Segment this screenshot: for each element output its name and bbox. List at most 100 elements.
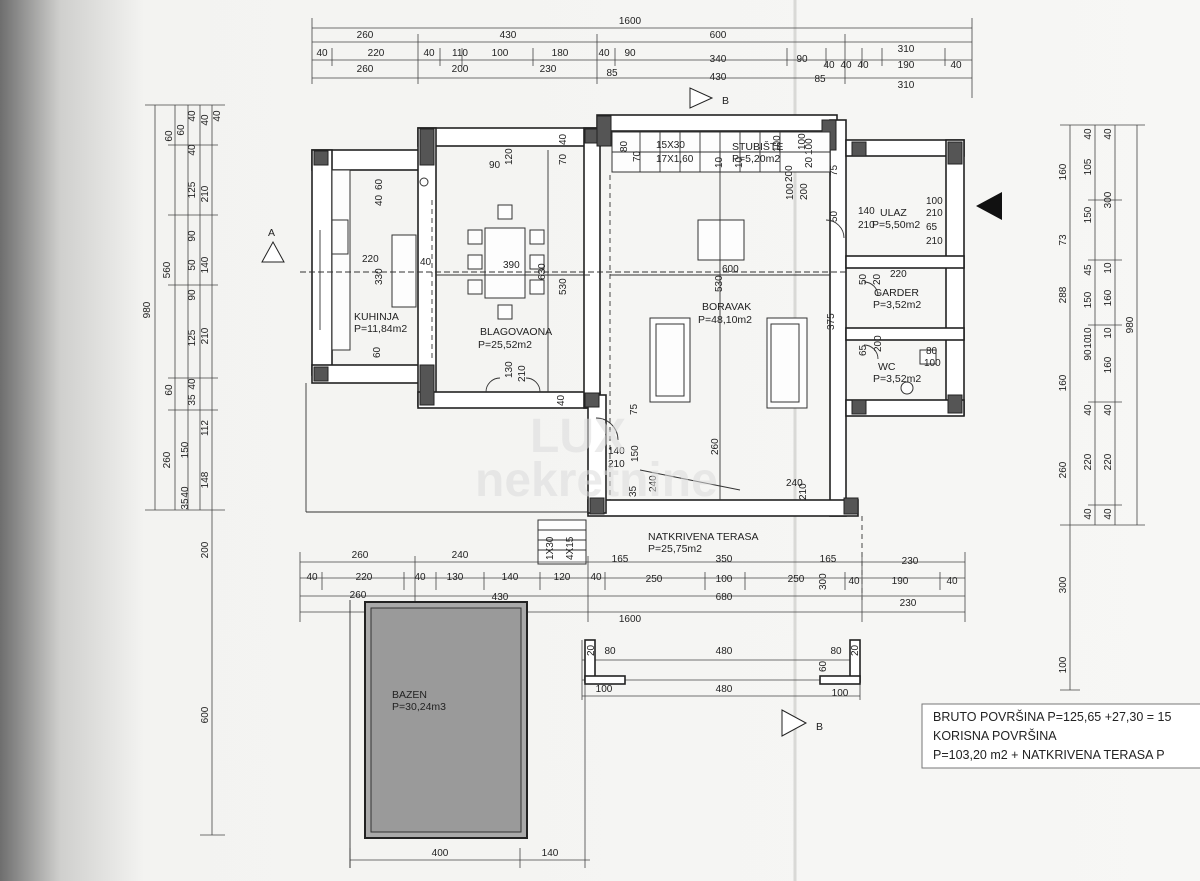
dim-right: 150 — [1083, 291, 1094, 308]
dim-bottom: 680 — [716, 592, 733, 603]
dim-left: 210 — [200, 327, 211, 344]
dim-bottom: 260 — [350, 590, 367, 601]
dim-wc: 65 — [858, 344, 869, 356]
dim-kitchen: 60 — [374, 178, 385, 190]
right-dimension-text: 980 160 73 288 160 260 300 100 40 105 15… — [1058, 128, 1136, 673]
dim-bottom: 230 — [902, 556, 919, 567]
dim-left: 60 — [176, 124, 187, 136]
room-ulaz-area: P=5,50m2 — [872, 219, 920, 231]
dim-living: 210 — [608, 459, 625, 470]
dim-left: 40 — [212, 110, 223, 122]
dim-right: 160 — [1103, 356, 1114, 373]
room-garder-name: GARDER — [874, 287, 919, 299]
dim-right: 10 — [1103, 327, 1114, 339]
dim-top: 200 — [452, 64, 469, 75]
section-marker-b-bottom: B — [781, 709, 823, 737]
legend-net-area-value: P=103,20 m2 + NATKRIVENA TERASA P — [933, 748, 1165, 762]
dim-left: 140 — [200, 256, 211, 273]
dim-top: 110 — [452, 48, 468, 59]
dim-right: 40 — [1083, 128, 1094, 140]
dim-left: 50 — [187, 259, 198, 271]
dim-left: 600 — [200, 706, 211, 723]
dim-dining: 120 — [504, 148, 515, 165]
dim-kitchen: 40 — [420, 257, 432, 268]
staircase — [537, 131, 831, 565]
dim-right: 40 — [1083, 404, 1094, 416]
dim-bottom: 165 — [820, 554, 837, 565]
dim-left: 90 — [187, 230, 198, 242]
room-bazen-area: P=30,24m3 — [392, 701, 446, 713]
dim-top: 260 — [357, 30, 374, 41]
dim-bottom: 1600 — [619, 614, 642, 625]
room-bazen-name: BAZEN — [392, 689, 427, 701]
dim-top: 40 — [598, 48, 610, 59]
dim-right: 160 — [1058, 374, 1069, 391]
dim-left: 60 — [164, 130, 175, 142]
dim-top: 40 — [950, 60, 962, 71]
dim-top: 85 — [606, 68, 618, 79]
dim-right: 300 — [1103, 191, 1114, 208]
dim-entry: 20 — [804, 156, 815, 168]
dim-terrace: 80 — [830, 646, 842, 657]
dim-entry: 100 — [785, 183, 796, 200]
dim-top: 90 — [796, 54, 808, 65]
dim-kitchen: 220 — [362, 254, 379, 265]
dim-top-total: 1600 — [619, 16, 642, 27]
dim-left: 125 — [187, 329, 198, 346]
dim-bottom: 40 — [946, 576, 958, 587]
dim-bottom: 230 — [900, 598, 917, 609]
dim-bottom: 350 — [716, 554, 733, 565]
dim-living: 150 — [630, 445, 641, 462]
dim-bottom: 165 — [612, 554, 629, 565]
dim-dining: 90 — [489, 160, 501, 171]
stair-spec: 17X1,60 — [656, 154, 694, 165]
legend-gross-area: BRUTO POVRŠINA P=125,65 +27,30 = 15 — [933, 709, 1172, 724]
interior-dimensions: 15X30 17X1,60 1X30 4X15 60 40 220 330 40… — [362, 133, 943, 560]
dim-right: 260 — [1058, 461, 1069, 478]
dim-top: 600 — [710, 30, 727, 41]
living-furniture — [649, 219, 808, 409]
dim-left: 150 — [180, 441, 191, 458]
dim-dining: 530 — [558, 278, 569, 295]
dim-bottom: 190 — [892, 576, 909, 587]
dim-right: 90 — [1083, 349, 1094, 361]
dim-bottom: 40 — [306, 572, 318, 583]
section-a-label: A — [268, 227, 275, 239]
dim-top: 310 — [898, 80, 915, 91]
dim-garder: 50 — [858, 273, 869, 285]
room-stubiste-name: STUBIŠTE — [732, 140, 783, 153]
dim-top: 40 — [857, 60, 869, 71]
dim-dining: 210 — [517, 365, 528, 382]
dim-entry: 200 — [799, 183, 810, 200]
dim-left: 260 — [162, 451, 173, 468]
dim-bottom: 140 — [502, 572, 519, 583]
dim-terrace: 20 — [850, 644, 861, 656]
dim-right: 105 — [1083, 158, 1094, 175]
dim-right: 150 — [1083, 206, 1094, 223]
dim-living: 260 — [710, 438, 721, 455]
watermark-logo: LUX — [530, 410, 626, 463]
dim-right: 100 — [1058, 656, 1069, 673]
dim-bottom: 120 — [554, 572, 571, 583]
room-boravak-name: BORAVAK — [702, 301, 751, 313]
legend-net-area-title: KORISNA POVRŠINA — [933, 728, 1057, 743]
dim-top: 100 — [492, 48, 509, 59]
dim-right: 40 — [1103, 404, 1114, 416]
dim-living: 600 — [722, 264, 739, 275]
dim-stair: 100 — [797, 133, 808, 150]
dim-dining: 40 — [556, 394, 567, 406]
right-dimension-chain — [1060, 124, 1145, 691]
dim-bottom: 130 — [447, 572, 464, 583]
dim-left: 40 — [180, 486, 191, 498]
dim-dining: 630 — [537, 263, 548, 280]
dim-garder: 220 — [890, 269, 907, 280]
dim-bottom: 40 — [848, 576, 860, 587]
dim-top: 220 — [368, 48, 385, 59]
dim-garder: 20 — [872, 273, 883, 285]
dim-top: 340 — [710, 54, 727, 65]
dim-dining: 40 — [558, 133, 569, 145]
dim-entry: 140 — [858, 206, 875, 217]
room-kuhinja-area: P=11,84m2 — [354, 323, 407, 335]
dim-living: 140 — [608, 446, 625, 457]
